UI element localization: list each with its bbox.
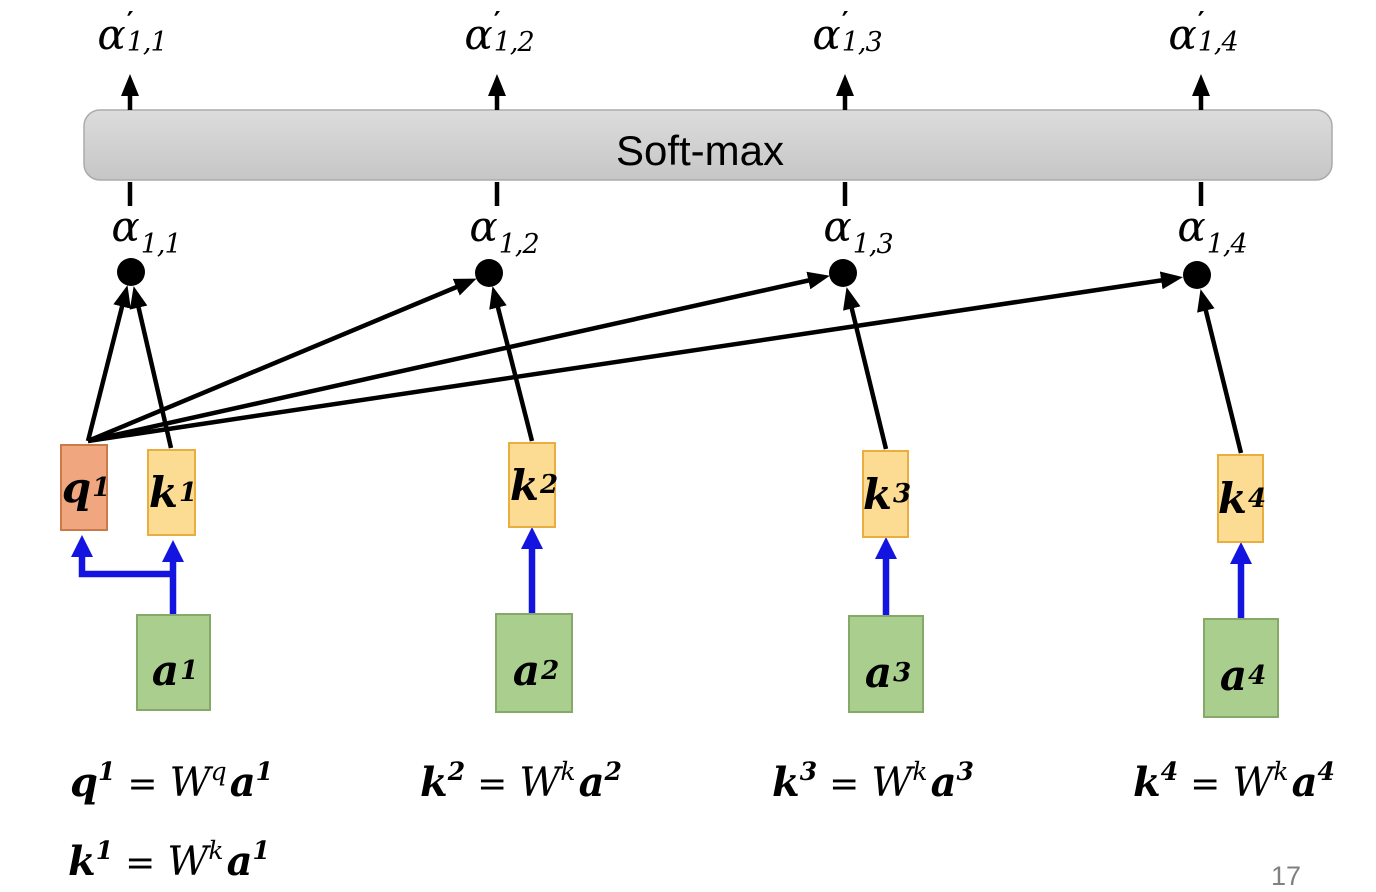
k1-box (147, 449, 196, 536)
attention-dot-2 (475, 259, 503, 287)
a1-to-q1-arrow (71, 535, 173, 578)
k2-box (508, 442, 556, 528)
alpha-prime-label-3: α′1,3 (812, 7, 882, 59)
page-number: 17 (1271, 861, 1302, 891)
equation-k3: k3=Wka3 (772, 757, 974, 806)
k3-to-dot3-line (843, 287, 889, 450)
attention-dots (117, 258, 1211, 289)
query-fan-lines (85, 271, 1183, 444)
attention-dot-4 (1183, 261, 1211, 289)
k1-to-dot1-line (129, 286, 174, 449)
k3-box (862, 450, 909, 538)
softmax-output-arrows (121, 74, 1210, 110)
k4-to-dot4-line (1197, 289, 1244, 454)
q1-box (60, 444, 108, 531)
alpha-score-label-2: α1,2 (469, 202, 539, 260)
equation-k4: k4=Wka4 (1133, 757, 1335, 806)
softmax-input-stubs (127, 182, 1204, 206)
k2-to-dot2-line (489, 286, 535, 442)
q-to-dot1-line (85, 285, 131, 442)
equation-k2: k2=Wka2 (420, 757, 622, 806)
alpha-score-label-1: α1,1 (111, 202, 181, 260)
alpha-prime-label-4: α′1,4 (1168, 7, 1238, 59)
equation-q1: q1=Wqa1 (70, 757, 274, 806)
alpha-prime-label-2: α′1,2 (464, 7, 534, 59)
a4-box (1203, 618, 1279, 718)
k4-box (1217, 454, 1264, 543)
alpha-prime-label-1: α′1,1 (97, 7, 167, 59)
q-to-dot3-line (87, 271, 830, 444)
q-to-dot2-line (87, 278, 477, 444)
q-to-dot4-line (87, 271, 1183, 444)
equation-k1: k1=Wka1 (68, 836, 270, 885)
input-transform-arrows (71, 527, 1252, 619)
a2-box (495, 613, 573, 713)
a1-box (136, 614, 211, 711)
alpha-score-label-3: α1,3 (823, 202, 893, 260)
a3-box (848, 615, 924, 713)
attention-dot-3 (829, 259, 857, 287)
softmax-label: Soft-max (615, 127, 785, 174)
alpha-score-label-4: α1,4 (1177, 202, 1247, 260)
key-score-lines (129, 286, 1244, 454)
attention-dot-1 (117, 258, 145, 286)
vector-boxes (60, 442, 1279, 718)
softmax-bar (83, 109, 1333, 181)
